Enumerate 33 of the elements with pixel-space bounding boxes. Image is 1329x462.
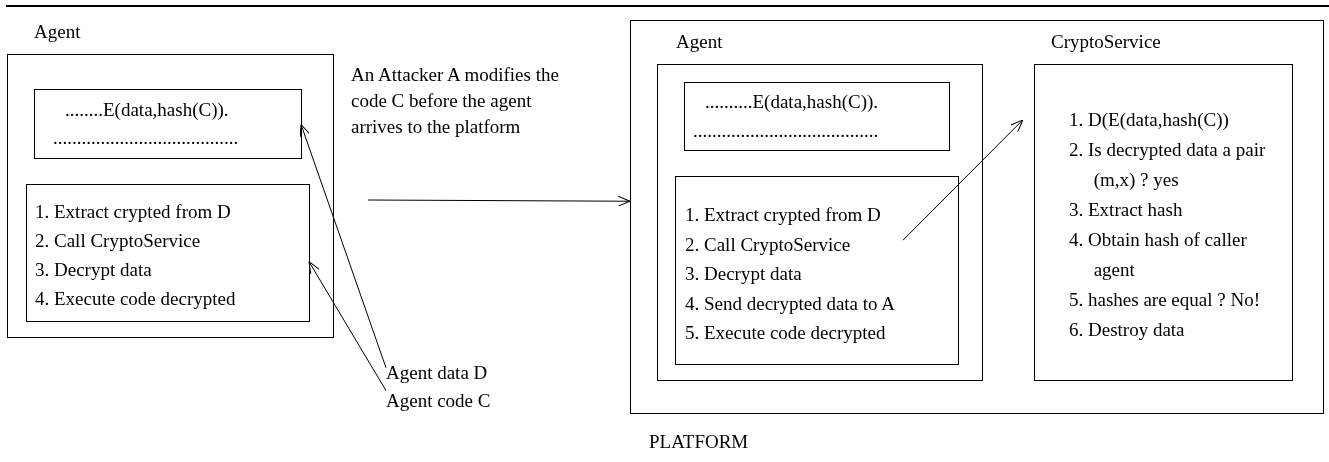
code-text: ....................................... <box>53 126 240 150</box>
code-text: ....................................... <box>693 119 880 143</box>
code-text: ..........E(data,hash(C)). <box>704 90 880 114</box>
step-text: 5. Execute code decrypted <box>685 321 887 345</box>
arrow <box>308 261 387 392</box>
data-box <box>684 82 950 151</box>
step-text: 6. Destroy data <box>1069 318 1186 342</box>
step-text: 3. Extract hash <box>1069 198 1184 222</box>
box-heading: Agent <box>34 21 81 43</box>
step-text: 1. D(E(data,hash(C)) <box>1069 108 1230 132</box>
arrow <box>367 195 631 207</box>
label-text: Agent data D <box>386 361 489 385</box>
step-text: 4. Send decrypted data to A <box>685 291 896 316</box>
step-text: 4. Execute code decrypted <box>35 287 237 311</box>
step-text: 5. hashes are equal ? No! <box>1069 288 1261 312</box>
process-box <box>26 184 310 322</box>
step-text: 2. Call CryptoService <box>35 229 202 253</box>
data-box <box>34 89 302 159</box>
arrow <box>299 123 387 369</box>
step-text: 2. Call CryptoService <box>685 232 852 257</box>
code-text: ........E(data,hash(C)). <box>64 98 230 122</box>
step-text: 2. Is decrypted data a pair (m,x) ? yes <box>1069 138 1267 192</box>
box-heading: PLATFORM <box>649 431 749 453</box>
step-text: 3. Decrypt data <box>35 258 153 282</box>
step-text: 4. Obtain hash of caller agent <box>1069 228 1248 282</box>
box-heading: Agent <box>676 31 723 53</box>
label-text: Agent code C <box>386 389 492 413</box>
step-text: 3. Decrypt data <box>685 262 803 286</box>
process-box <box>675 176 959 365</box>
step-text: 1. Extract crypted from D <box>685 203 882 227</box>
step-text: 1. Extract crypted from D <box>35 200 232 224</box>
box-heading: CryptoService <box>1051 31 1161 53</box>
arrow <box>902 119 1024 241</box>
